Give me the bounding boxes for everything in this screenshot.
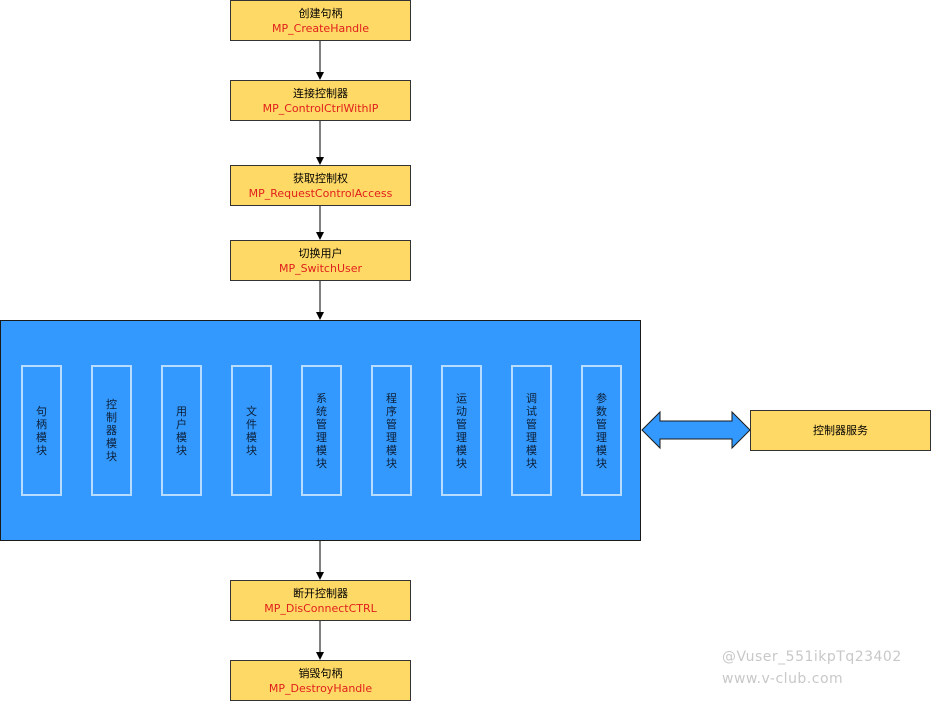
module-program: 程序管理模块 xyxy=(371,365,412,496)
watermark-site: www.v-club.com xyxy=(722,671,844,687)
module-controller: 控制器模块 xyxy=(91,365,132,496)
module-label: 参数管理模块 xyxy=(596,391,607,470)
module-panel: 句柄模块 控制器模块 用户模块 文件模块 系统管理模块 程序管理模块 运动管理模… xyxy=(0,320,641,541)
service-label: 控制器服务 xyxy=(813,424,868,437)
step-api: MP_ControlCtrlWithIP xyxy=(262,101,379,115)
controller-service: 控制器服务 xyxy=(750,410,931,451)
watermark-user: @Vuser_551ikpTq23402 xyxy=(722,649,902,665)
step-label: 断开控制器 xyxy=(293,586,348,600)
module-label: 运动管理模块 xyxy=(456,391,467,470)
module-file: 文件模块 xyxy=(231,365,272,496)
module-handle: 句柄模块 xyxy=(21,365,62,496)
step-disconnect-controller: 断开控制器 MP_DisConnectCTRL xyxy=(230,580,411,621)
module-label: 系统管理模块 xyxy=(316,391,327,470)
step-api: MP_CreateHandle xyxy=(272,21,369,35)
step-api: MP_DestroyHandle xyxy=(268,681,373,695)
step-switch-user: 切换用户 MP_SwitchUser xyxy=(230,240,411,281)
module-label: 文件模块 xyxy=(246,404,257,457)
step-label: 销毁句柄 xyxy=(298,666,343,680)
module-label: 调试管理模块 xyxy=(526,391,537,470)
step-connect-controller: 连接控制器 MP_ControlCtrlWithIP xyxy=(230,80,411,121)
step-label: 获取控制权 xyxy=(293,171,348,185)
double-arrow-panel-service xyxy=(641,410,751,450)
step-label: 连接控制器 xyxy=(293,86,348,100)
module-user: 用户模块 xyxy=(161,365,202,496)
module-label: 程序管理模块 xyxy=(386,391,397,470)
module-label: 控制器模块 xyxy=(106,398,117,463)
module-label: 用户模块 xyxy=(176,404,187,457)
module-debug: 调试管理模块 xyxy=(511,365,552,496)
module-system: 系统管理模块 xyxy=(301,365,342,496)
step-api: MP_RequestControlAccess xyxy=(248,186,393,200)
module-parameter: 参数管理模块 xyxy=(581,365,622,496)
step-label: 切换用户 xyxy=(298,246,343,260)
step-label: 创建句柄 xyxy=(298,6,343,20)
step-api: MP_DisConnectCTRL xyxy=(264,601,377,615)
module-label: 句柄模块 xyxy=(36,404,47,457)
step-create-handle: 创建句柄 MP_CreateHandle xyxy=(230,0,411,41)
module-motion: 运动管理模块 xyxy=(441,365,482,496)
step-api: MP_SwitchUser xyxy=(278,261,363,275)
step-destroy-handle: 销毁句柄 MP_DestroyHandle xyxy=(230,660,411,701)
step-request-control-access: 获取控制权 MP_RequestControlAccess xyxy=(230,165,411,206)
